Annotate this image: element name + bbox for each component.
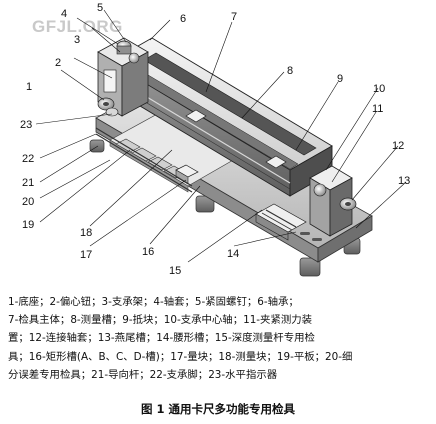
callout-9: 9: [337, 73, 343, 85]
callout-7: 7: [231, 11, 237, 23]
guide-rods: [95, 127, 193, 193]
callout-12: 12: [392, 140, 404, 152]
callout-11: 11: [372, 103, 383, 115]
callout-15: 15: [169, 265, 181, 277]
legend-line: 具；16-矩形槽(A、B、C、D-槽)；17-量块；18-测量块；19-平板；2…: [8, 350, 353, 363]
figure-caption: 图 1 通用卡尺多功能专用检具: [140, 402, 295, 416]
callout-17: 17: [80, 249, 92, 261]
callout-labels: 1 2 3 4 5 6 7 8 9 10 11 12 13 14 15 16 1…: [20, 2, 410, 277]
callout-18: 18: [80, 227, 92, 239]
callout-16: 16: [142, 246, 154, 258]
shaft-sleeve: [116, 40, 132, 55]
right-support: [309, 165, 357, 237]
stop-blocks: [185, 109, 287, 169]
callout-2: 2: [55, 57, 61, 69]
callout-23: 23: [20, 119, 32, 131]
callout-3: 3: [74, 34, 80, 46]
callout-10: 10: [373, 83, 385, 95]
depth-gauge-fixture: [255, 203, 307, 241]
callout-13: 13: [398, 175, 410, 187]
callout-19: 19: [22, 219, 34, 231]
callout-20: 20: [22, 196, 34, 208]
level-indicator: [105, 107, 119, 117]
callout-4: 4: [61, 8, 67, 20]
support-feet: [89, 139, 361, 277]
legend-line: 7-检具主体；8-测量槽；9-抵块；10-支承中心轴；11-夹紧测力装: [8, 314, 313, 327]
callout-1: 1: [26, 81, 32, 93]
leader-lines: [35, 9, 407, 263]
watermark: GFJL.ORG: [32, 17, 123, 36]
callout-21: 21: [22, 177, 34, 189]
parts-legend: 1-底座；2-偏心钮；3-支承架；4-轴套；5-紧固螺钉；6-轴承； 7-检具主…: [8, 293, 430, 384]
legend-line: 置；12-连接轴套；13-燕尾槽；14-腰形槽；15-深度测量杆专用检: [8, 332, 315, 345]
waist-slots: [300, 232, 322, 241]
main-body: [109, 37, 333, 197]
fixture-illustration: GFJL.ORG: [20, 2, 410, 277]
callout-5: 5: [97, 2, 103, 14]
legend-line: 分误差专用检具；21-导向杆；22-支承脚；23-水平指示器: [8, 368, 278, 381]
eccentric-knob: [97, 97, 115, 111]
callout-22: 22: [22, 153, 34, 165]
legend-line: 1-底座；2-偏心钮；3-支承架；4-轴套；5-紧固螺钉；6-轴承；: [8, 296, 299, 308]
callout-14: 14: [227, 248, 239, 260]
callout-8: 8: [287, 65, 293, 77]
callout-6: 6: [180, 13, 186, 25]
